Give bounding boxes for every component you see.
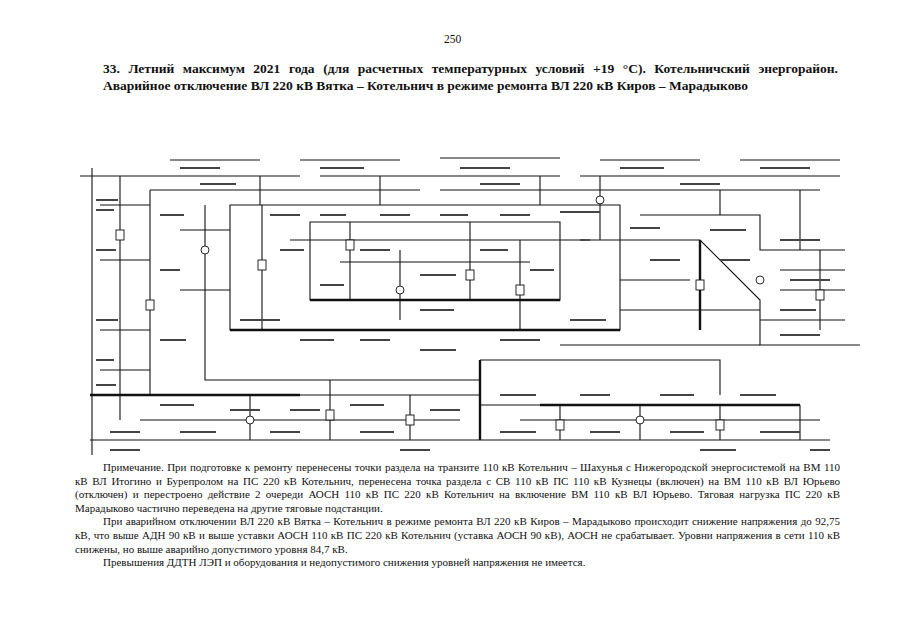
- schematic-element: [96, 200, 186, 385]
- note-paragraph: При аварийном отключении ВЛ 220 кВ Вятка…: [75, 515, 840, 556]
- schematic-element: [406, 415, 414, 425]
- schematic-element: [116, 230, 124, 240]
- schematic-element: [110, 449, 830, 451]
- title-box: 33. Летний максимум 2021 года (для расче…: [103, 60, 838, 94]
- schematic-element: [636, 416, 644, 424]
- page-number-box: 250: [0, 33, 905, 45]
- schematic-element: [262, 205, 590, 330]
- schematic-element: [640, 215, 845, 330]
- schematic-element: [90, 240, 800, 440]
- schematic-element: [756, 276, 764, 284]
- schematic-element: [160, 395, 776, 410]
- schematic-element: [580, 240, 860, 345]
- schematic-element: [310, 222, 560, 300]
- schematic-element: [110, 431, 800, 433]
- schematic-element: [90, 420, 830, 440]
- schematic-element: [260, 176, 820, 330]
- schematic-element: [246, 416, 254, 424]
- schematic-element: [396, 286, 404, 294]
- schematic-element: [816, 290, 824, 300]
- schematic-element: [258, 260, 266, 270]
- schematic-element: [280, 250, 554, 310]
- page-title: 33. Летний максимум 2021 года (для расче…: [103, 60, 838, 94]
- schematic-element: [760, 270, 845, 320]
- schematic-element: [146, 300, 154, 310]
- schematic-element: [346, 240, 354, 250]
- illegible-annotations: [96, 168, 830, 450]
- schematic-element: [180, 205, 480, 380]
- buses: [90, 240, 800, 440]
- schematic-element: [90, 360, 800, 440]
- note-paragraph: Превышения ДДТН ЛЭП и оборудования и нед…: [75, 556, 840, 570]
- schematic-element: [596, 196, 604, 204]
- schematic-element: [100, 205, 150, 370]
- page-number: 250: [0, 33, 905, 45]
- schematic-element: [516, 285, 524, 295]
- schematic-element: [240, 320, 606, 350]
- schematic-element: [80, 175, 840, 176]
- schematic-element: [716, 420, 724, 430]
- schematic-element: [556, 420, 564, 430]
- note-paragraph: Примечание. При подготовке к ремонту пер…: [75, 461, 840, 515]
- schematic-element: [466, 270, 474, 280]
- schematic-element: [170, 158, 840, 160]
- schematic-element: [201, 246, 209, 254]
- schematic-element: [230, 205, 620, 330]
- schematic-element: [630, 228, 830, 335]
- network-lines: [80, 158, 860, 455]
- schematic-element: [620, 280, 760, 310]
- schematic-element: [326, 410, 334, 420]
- schematic-element: [696, 280, 704, 290]
- schematic-element: [340, 240, 530, 330]
- schematic-element: [480, 345, 760, 395]
- schematic-element: [180, 168, 810, 184]
- notes-box: Примечание. При подготовке к ремонту пер…: [75, 461, 840, 570]
- schematic-element: [270, 212, 600, 215]
